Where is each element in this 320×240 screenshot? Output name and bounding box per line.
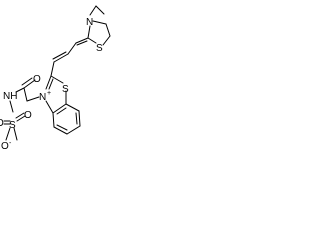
bond-ch2-carbonyl (23, 87, 28, 102)
charge-plus: + (47, 90, 51, 97)
bond-btz-n-c3a (45, 100, 54, 114)
bond-s-o-bottom (5, 127, 11, 141)
bond-s-ch3 (13, 127, 18, 141)
bond-exocyclic-double-b (76, 40, 88, 46)
bond-btz-c2-n-a (45, 75, 52, 90)
bond-s-o-top-a (15, 112, 25, 119)
bond-benz-4-inner (56, 124, 68, 131)
bond-benz-1 (65, 103, 80, 112)
bond-btz-c2-n-b (48, 78, 54, 90)
bond-nh-s (9, 100, 14, 113)
atom-o-sulfonyl-top: O (24, 110, 32, 121)
bond-thiazolidine-c4-s (102, 35, 111, 46)
bond-exocyclic-double-a (75, 37, 89, 44)
atom-o-sulfonyl-left: O (0, 118, 4, 129)
atom-n-benzothiazole: N (39, 92, 46, 103)
atom-o-carbonyl: O (33, 74, 41, 85)
bond-thiazolidine-n-c5 (92, 20, 107, 25)
bond-carbonyl-o-a (23, 79, 36, 89)
atom-s-thiazolidine: S (96, 43, 103, 54)
atom-s-sulfonyl: S (9, 120, 16, 131)
bond-benz-6-inner (56, 107, 67, 115)
bond-thiazolidine-c5-c4 (105, 23, 111, 37)
bonds (3, 5, 111, 141)
atom-labels: N S S N + NH O S O O O - (0, 17, 103, 152)
bond-ethyl-ch2 (89, 5, 97, 16)
atom-o-sulfonyl-bottom: O (1, 141, 9, 152)
bond-benz-2 (78, 110, 81, 127)
chemical-structure-diagram: N S S N + NH O S O O O - (0, 5, 111, 152)
atom-s-benzothiazole: S (62, 84, 69, 95)
bond-carbonyl-o-b (21, 77, 33, 86)
bond-chain-2-b (52, 51, 67, 60)
bond-carbonyl-nh (15, 87, 25, 93)
bond-benz-2-inner (75, 112, 78, 125)
atom-n-thiazolidine: N (86, 17, 93, 28)
bond-thiazolidine-c2-n (87, 25, 91, 39)
bond-btz-c3a-c7a (52, 103, 67, 114)
bond-thiazolidine-s-c2 (87, 37, 97, 44)
bond-chain-1 (67, 42, 77, 55)
bond-n-ch2 (26, 96, 40, 102)
bond-chain-3 (50, 61, 55, 77)
bond-btz-c2-s (50, 75, 64, 84)
bond-benz-5 (52, 112, 55, 128)
bond-ethyl-ch3 (95, 5, 105, 15)
bond-chain-2-a (53, 53, 69, 63)
bond-benz-4 (53, 126, 68, 135)
bond-s-o-top-b (16, 115, 26, 122)
bond-benz-3 (66, 125, 81, 135)
charge-minus: - (9, 140, 12, 147)
atom-nh-amide: NH (3, 91, 17, 102)
